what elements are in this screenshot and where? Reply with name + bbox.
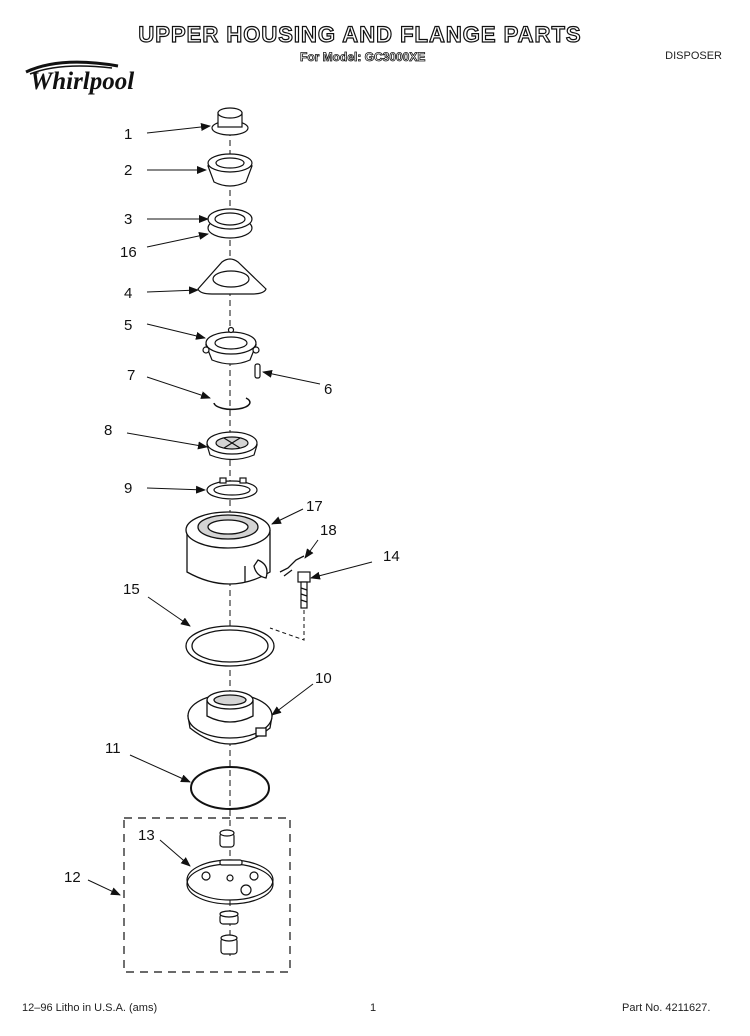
footer-part-number: Part No. 4211627.	[622, 1002, 711, 1014]
part-8-splash-guard	[206, 431, 258, 461]
part-4-mounting-gasket	[197, 258, 267, 295]
arrow-8	[126, 432, 208, 450]
leader-arrows	[87, 123, 373, 896]
arrow-15	[147, 596, 191, 627]
category-label: DISPOSER	[665, 50, 722, 62]
arrow-16	[146, 231, 209, 248]
arrow-6	[262, 369, 321, 385]
part-10-lower-housing	[187, 690, 273, 745]
callout-10: 10	[315, 670, 332, 687]
arrow-1	[146, 123, 211, 134]
arrow-5	[146, 323, 206, 340]
callout-1: 1	[124, 126, 133, 143]
arrow-9	[146, 485, 206, 494]
callout-9: 9	[124, 480, 133, 497]
part-18-clip	[279, 555, 305, 577]
part-6-pin	[254, 363, 261, 379]
assembly-connector	[269, 610, 305, 641]
callout-8: 8	[104, 422, 113, 439]
callout-14: 14	[383, 548, 400, 565]
part-3-ring	[207, 208, 253, 239]
part-7-snap-ring	[213, 397, 251, 411]
callout-12: 12	[64, 869, 81, 886]
part-2-flange	[207, 153, 253, 187]
callout-2: 2	[124, 162, 133, 179]
callout-6: 6	[324, 381, 333, 398]
callout-4: 4	[124, 285, 133, 302]
callout-3: 3	[124, 211, 133, 228]
page-title: UPPER HOUSING AND FLANGE PARTS	[138, 21, 582, 47]
arrow-17	[271, 508, 304, 525]
callout-11: 11	[105, 740, 121, 757]
callout-13: 13	[138, 827, 155, 844]
callout-7: 7	[127, 367, 136, 384]
brand-logo: Whirlpool	[20, 58, 160, 102]
callout-5: 5	[124, 317, 133, 334]
arrow-11	[129, 754, 191, 783]
logo-swoosh-icon	[25, 60, 119, 75]
part-15-gasket	[185, 625, 275, 667]
arrow-12	[87, 879, 121, 896]
part-14-bolt	[297, 571, 311, 609]
part-12-kit-box	[123, 817, 291, 973]
footer-litho: 12–96 Litho in U.S.A. (ams)	[22, 1002, 158, 1014]
part-11-o-ring	[190, 766, 270, 810]
callout-15: 15	[123, 581, 140, 598]
callout-17: 17	[306, 498, 323, 515]
part-9-retainer-ring	[206, 477, 258, 500]
arrow-13	[159, 839, 191, 867]
brand-name: Whirlpool	[30, 68, 135, 95]
part-1-stopper	[211, 107, 249, 136]
part-5-mounting-ring	[202, 326, 260, 365]
callout-16: 16	[120, 244, 137, 261]
arrow-7	[146, 376, 211, 399]
part-17-upper-housing	[185, 511, 271, 585]
footer-page-number: 1	[370, 1002, 377, 1014]
arrow-14	[310, 561, 373, 580]
model-subtitle: For Model: GC3000XE	[300, 50, 426, 65]
arrow-4	[146, 286, 199, 295]
callout-18: 18	[320, 522, 337, 539]
arrow-10	[271, 683, 314, 716]
part-13-flywheel	[186, 829, 274, 955]
arrow-18	[304, 539, 319, 559]
